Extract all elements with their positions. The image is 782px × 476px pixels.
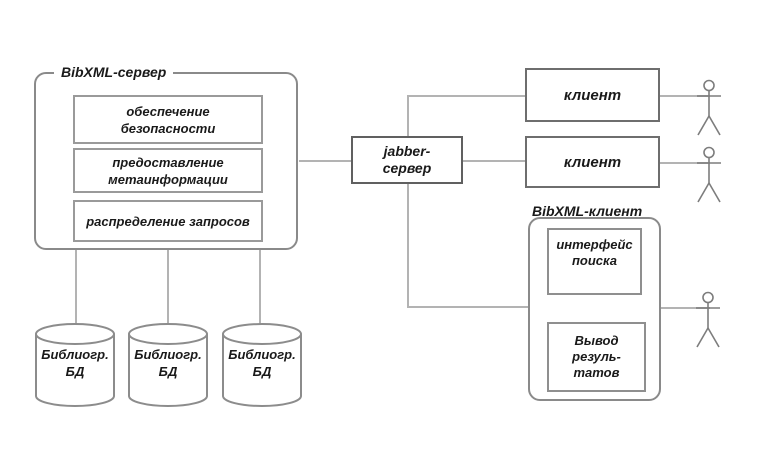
connector-jabber-up [407, 96, 409, 138]
bibxml-client-title: BibXML-клиент [532, 203, 643, 219]
database-icon [35, 323, 115, 407]
connector-bibxml-client-to-user [660, 307, 710, 309]
database-cylinder-2: Библиогр. БД [128, 323, 208, 408]
user-actor-icon [697, 146, 721, 203]
database-cylinder-1: Библиогр. БД [35, 323, 115, 408]
connector-server-to-db1 [75, 250, 77, 324]
connector-client2-to-user [659, 162, 710, 164]
search-interface-label: интерфейс поиска [556, 237, 633, 268]
bibxml-server-box: BibXML-сервер обеспечение безопасности п… [34, 63, 298, 250]
bibxml-client-box: BibXML-клиент интерфейс поиска Вывод рез… [528, 203, 661, 401]
metainfo-module-label: предоставление метаинформации [108, 154, 228, 187]
connector-jabber-down [407, 183, 409, 308]
client-2-label: клиент [563, 153, 622, 171]
database-2-label: Библиогр. БД [134, 347, 202, 379]
connector-server-to-jabber [299, 160, 352, 162]
connector-jabber-to-client1 [407, 95, 527, 97]
search-interface-box: интерфейс поиска [547, 228, 642, 295]
security-module-label: обеспечение безопасности [120, 103, 216, 136]
query-dispatch-module-box: распределение запросов [73, 200, 263, 242]
user-actor-icon [696, 291, 720, 348]
connector-server-to-db2 [167, 250, 169, 324]
query-dispatch-module-label: распределение запросов [86, 213, 250, 229]
results-output-label: Вывод резуль- татов [572, 333, 621, 380]
connector-server-to-db3 [259, 250, 261, 324]
client-box-2: клиент [525, 136, 660, 188]
database-3-label: Библиогр. БД [228, 347, 296, 379]
user-actor-icon [697, 79, 721, 136]
client-1-label: клиент [563, 86, 622, 104]
jabber-server-box: jabber- сервер [351, 136, 463, 184]
database-1-label: Библиогр. БД [41, 347, 109, 379]
metainfo-module-box: предоставление метаинформации [73, 148, 263, 193]
connector-jabber-to-bibxml-client [407, 306, 529, 308]
client-box-1: клиент [525, 68, 660, 122]
jabber-server-label: jabber- сервер [382, 143, 432, 176]
database-icon [222, 323, 302, 407]
bibxml-server-title: BibXML-сервер [54, 63, 174, 81]
database-icon [128, 323, 208, 407]
connector-jabber-to-client2 [462, 160, 526, 162]
results-output-box: Вывод резуль- татов [547, 322, 646, 392]
database-cylinder-3: Библиогр. БД [222, 323, 302, 408]
security-module-box: обеспечение безопасности [73, 95, 263, 144]
connector-client1-to-user [659, 95, 710, 97]
